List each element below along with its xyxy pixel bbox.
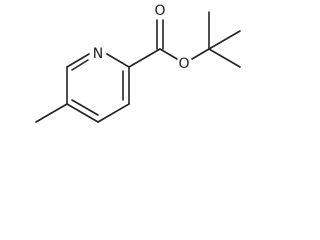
bond-c4-c3: [97, 103, 130, 123]
methyl-bond: [35, 103, 68, 123]
bond-oxygen-quaternary: [191, 48, 210, 60]
tert-butyl-group: [208, 11, 241, 68]
bond-c4-c4-inner: [71, 99, 99, 116]
bond-n1-c6: [66, 53, 90, 68]
ester-oxygen-label: O: [178, 56, 189, 72]
bond-n1-c6-inner: [71, 59, 89, 71]
pyridine-ring: [66, 53, 130, 123]
bond-c2-carbonyl: [128, 48, 161, 68]
nitrogen-label: N: [93, 46, 103, 62]
carbonyl-oxygen-label: O: [154, 3, 165, 19]
tbu-methyl-right-up: [208, 30, 241, 50]
ester-group: [128, 19, 210, 68]
bond-carbonyl-oxygen: [159, 48, 178, 60]
bond-c2-n1: [106, 53, 130, 68]
bond-c5-c4: [66, 103, 99, 123]
chemical-structure-diagram: N O O: [35, 3, 241, 123]
tbu-methyl-right-down: [208, 48, 241, 68]
